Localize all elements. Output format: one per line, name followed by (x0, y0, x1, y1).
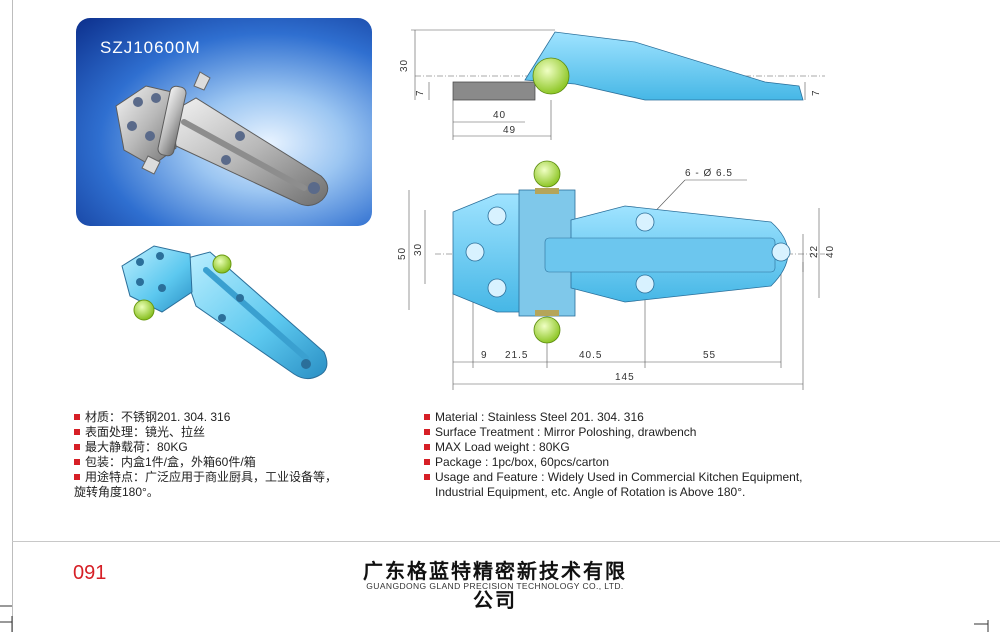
spec-item: Material : Stainless Steel 201. 304. 316 (424, 410, 884, 425)
crop-marks-right (974, 620, 989, 632)
spec-item-continuation: 旋转角度180°。 (74, 485, 159, 499)
spec-item: MAX Load weight : 80KG (424, 440, 884, 455)
spec-item: Usage and Feature : Widely Used in Comme… (424, 470, 884, 485)
spec-item: Package : 1pc/box, 60pcs/carton (424, 455, 884, 470)
page-number: 091 (73, 562, 107, 584)
bullet-square-icon (424, 444, 430, 450)
dim-side-40: 40 (493, 110, 506, 121)
spec-item-continuation: Industrial Equipment, etc. Angle of Rota… (435, 485, 746, 499)
spec-item: 用途特点：广泛应用于商业厨具，工业设备等， (74, 470, 374, 485)
bullet-square-icon (424, 474, 430, 480)
dim-top-30: 30 (413, 243, 424, 256)
dim-side-30: 30 (399, 59, 410, 72)
product-model-label: SZJ10600M (100, 38, 201, 57)
spec-item: 包装：内盒1件/盒，外箱60件/箱 (74, 455, 374, 470)
technical-drawing: 30 7 7 40 49 6 - Ø 6.5 50 30 40 22 9 21.… (397, 29, 835, 390)
dim-top-40-5: 40.5 (579, 350, 602, 361)
dim-side-49: 49 (503, 125, 516, 136)
spec-list-english: Material : Stainless Steel 201. 304. 316… (424, 410, 884, 500)
hinge-photo-graphic (115, 71, 329, 206)
dim-top-145: 145 (615, 372, 635, 383)
spec-item: 表面处理：镜光、拉丝 (74, 425, 374, 440)
dim-side-7-left: 7 (415, 89, 426, 96)
dim-top-22: 22 (809, 245, 820, 258)
spec-item: Surface Treatment : Mirror Poloshing, dr… (424, 425, 884, 440)
crop-marks-left (0, 605, 13, 632)
dim-top-9: 9 (481, 350, 488, 361)
bullet-square-icon (74, 459, 80, 465)
spec-list-chinese: 材质：不锈钢201. 304. 316 表面处理：镜光、拉丝 最大静载荷：80K… (74, 410, 374, 500)
bullet-square-icon (424, 429, 430, 435)
spec-item: 材质：不锈钢201. 304. 316 (74, 410, 374, 425)
bullet-square-icon (74, 414, 80, 420)
bullet-square-icon (74, 429, 80, 435)
bullet-square-icon (424, 414, 430, 420)
hinge-3d-render (121, 245, 328, 380)
bullet-square-icon (424, 459, 430, 465)
dim-top-55: 55 (703, 350, 716, 361)
dim-holes: 6 - Ø 6.5 (685, 168, 733, 179)
company-name-english: GUANGDONG GLAND PRECISION TECHNOLOGY CO.… (366, 581, 624, 591)
dim-top-21-5: 21.5 (505, 350, 528, 361)
page-left-rule (12, 0, 13, 632)
footer-divider (12, 541, 1000, 542)
dim-top-50: 50 (397, 247, 408, 260)
spec-item: 最大静载荷：80KG (74, 440, 374, 455)
dim-side-7-right: 7 (811, 89, 822, 96)
company-name-chinese: 广东格蓝特精密新技术有限公司 (363, 561, 627, 612)
dim-top-40: 40 (825, 245, 835, 258)
bullet-square-icon (74, 474, 80, 480)
product-photo: SZJ10600M (76, 18, 372, 226)
bullet-square-icon (74, 444, 80, 450)
